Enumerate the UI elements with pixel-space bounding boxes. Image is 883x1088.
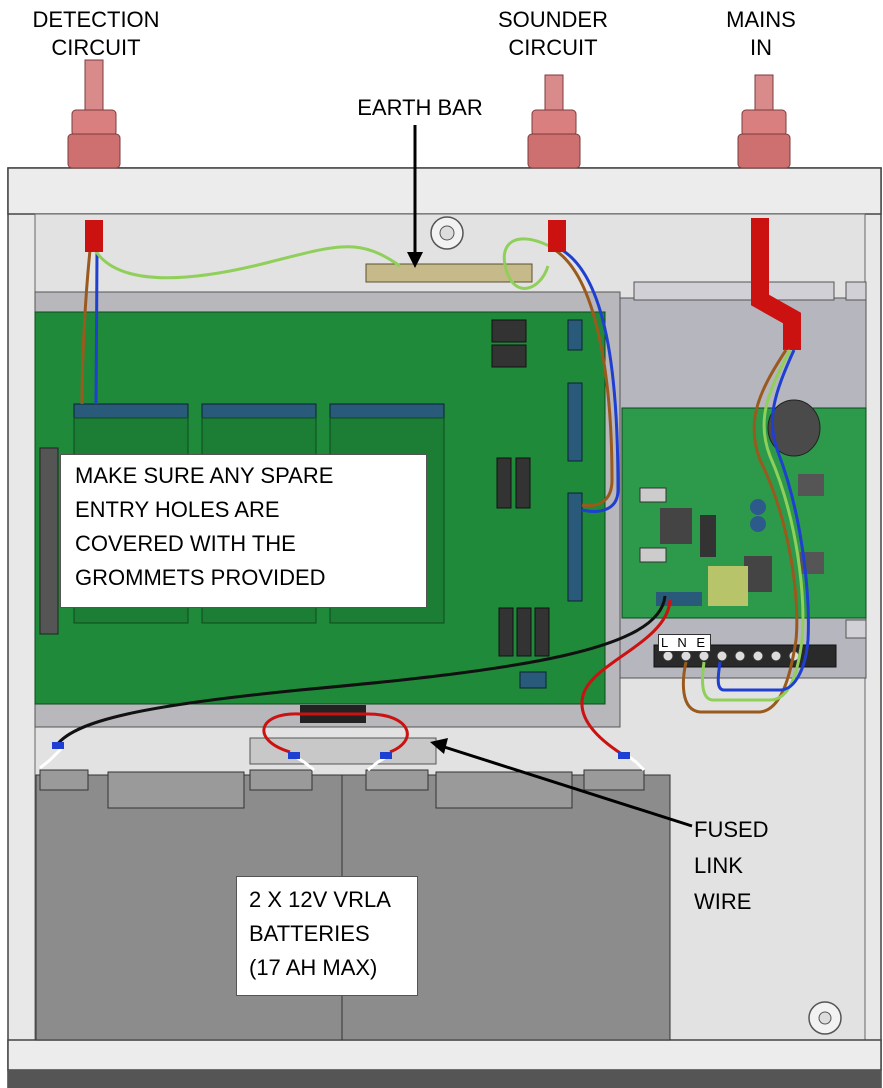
detection-cable-sleeve: [85, 220, 103, 252]
gland-detection: [67, 59, 121, 169]
note-battery-line1: 2 X 12V VRLA: [249, 887, 391, 912]
note-battery-line2: BATTERIES: [249, 921, 370, 946]
sounder-wires: [502, 237, 620, 513]
psu-components: [639, 474, 824, 606]
note-spare-line1: MAKE SURE ANY SPARE: [75, 463, 334, 488]
mains-cable: [681, 218, 810, 714]
enclosure-bottom-lip: [7, 1039, 882, 1071]
side-connector: [39, 447, 59, 635]
enclosure-bottom-edge: [8, 1070, 881, 1088]
label-fused-link-wire: FUSED LINK WIRE: [694, 812, 769, 920]
note-spare-entry-holes: MAKE SURE ANY SPARE ENTRY HOLES ARE COVE…: [60, 454, 427, 608]
label-sounder-line2: CIRCUIT: [508, 35, 598, 60]
label-mains-in: MAINS IN: [706, 6, 816, 62]
mains-toroid: [767, 399, 821, 457]
label-earth-bar: EARTH BAR: [357, 95, 483, 120]
label-detection-line1: DETECTION: [32, 7, 160, 32]
label-fused-line3: WIRE: [694, 889, 752, 914]
fused-link-arrow: [437, 743, 693, 828]
note-spare-line3: COVERED WITH THE: [75, 531, 296, 556]
note-batteries: 2 X 12V VRLA BATTERIES (17 AH MAX): [236, 876, 418, 996]
fused-link-holder: [249, 737, 437, 765]
label-detection-circuit: DETECTION CIRCUIT: [6, 6, 186, 62]
relays: [491, 319, 550, 657]
label-mains-line1: MAINS: [726, 7, 796, 32]
gland-mains: [737, 74, 791, 169]
note-spare-line4: GROMMETS PROVIDED: [75, 565, 326, 590]
sounder-cable-sleeve: [548, 220, 566, 252]
label-detection-line2: CIRCUIT: [51, 35, 141, 60]
battery-wires: [39, 595, 672, 772]
gland-sounder: [527, 74, 581, 169]
terminals-vertical: [519, 319, 583, 689]
enclosure-top-lip: [7, 167, 882, 215]
label-fused-line1: FUSED: [694, 817, 769, 842]
label-lne: L N E: [658, 634, 712, 652]
note-spare-line2: ENTRY HOLES ARE: [75, 497, 280, 522]
label-mains-line2: IN: [750, 35, 772, 60]
label-sounder-circuit: SOUNDER CIRCUIT: [478, 6, 628, 62]
label-sounder-line1: SOUNDER: [497, 7, 608, 32]
wire-ferrules: [52, 742, 630, 759]
detection-wires: [80, 245, 401, 405]
earth-bar: [365, 263, 533, 283]
terminal-blocks-detection: [73, 403, 445, 419]
note-battery-line3: (17 AH MAX): [249, 955, 378, 980]
label-fused-line2: LINK: [694, 853, 743, 878]
